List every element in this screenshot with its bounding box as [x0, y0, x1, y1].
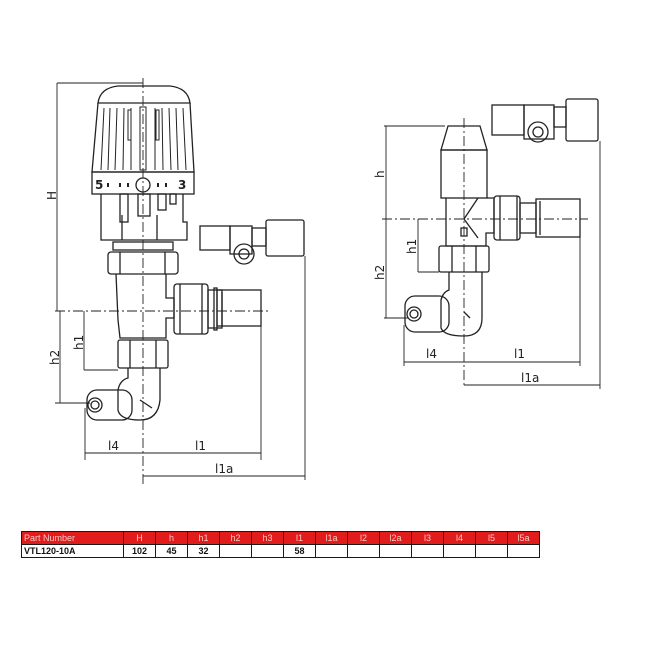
column-header: l1 — [283, 531, 316, 545]
svg-text:h2: h2 — [373, 265, 387, 280]
table-cell — [475, 544, 508, 558]
column-header: l3 — [411, 531, 444, 545]
svg-text:h2: h2 — [48, 350, 62, 365]
table-cell: 32 — [187, 544, 220, 558]
column-header: l5 — [475, 531, 508, 545]
svg-text:H: H — [45, 191, 59, 200]
svg-text:l1a: l1a — [521, 371, 539, 385]
table-cell — [347, 544, 380, 558]
svg-text:3: 3 — [178, 178, 186, 192]
column-header: h2 — [219, 531, 252, 545]
table-cell — [219, 544, 252, 558]
table-cell: 45 — [155, 544, 188, 558]
svg-text:h1: h1 — [72, 335, 86, 350]
left-view-valve-with-head: 5 3 — [45, 78, 306, 485]
spec-table: Part Number H h h1 h2 h3 l1 l1a l2 l2a l… — [21, 531, 540, 558]
table-cell: 58 — [283, 544, 316, 558]
svg-text:l1a: l1a — [215, 462, 233, 476]
column-header: l2 — [347, 531, 380, 545]
column-header: l1a — [315, 531, 348, 545]
table-cell — [411, 544, 444, 558]
table-cell — [507, 544, 540, 558]
column-header: Part Number — [21, 531, 124, 545]
column-header: H — [123, 531, 156, 545]
column-header: l5a — [507, 531, 540, 545]
table-cell — [315, 544, 348, 558]
column-header: l2a — [379, 531, 412, 545]
column-header: l4 — [443, 531, 476, 545]
table-cell: 102 — [123, 544, 156, 558]
svg-text:5: 5 — [95, 178, 103, 192]
svg-text:l1: l1 — [514, 347, 525, 361]
svg-text:l4: l4 — [108, 439, 119, 453]
table-row: VTL120-10A 102 45 32 58 — [21, 544, 540, 558]
column-header: h3 — [251, 531, 284, 545]
table-cell — [251, 544, 284, 558]
column-header: h — [155, 531, 188, 545]
svg-text:l4: l4 — [426, 347, 437, 361]
table-cell — [443, 544, 476, 558]
table-header-row: Part Number H h h1 h2 h3 l1 l1a l2 l2a l… — [21, 531, 540, 545]
column-header: h1 — [187, 531, 220, 545]
svg-text:h1: h1 — [405, 239, 419, 254]
svg-text:h: h — [373, 170, 387, 178]
table-cell — [379, 544, 412, 558]
technical-drawing: 5 3 — [45, 78, 601, 485]
part-number-cell: VTL120-10A — [21, 544, 124, 558]
right-view-valve-with-cap: h h1 h2 l4 l1 l1a — [373, 98, 601, 389]
svg-text:l1: l1 — [195, 439, 206, 453]
